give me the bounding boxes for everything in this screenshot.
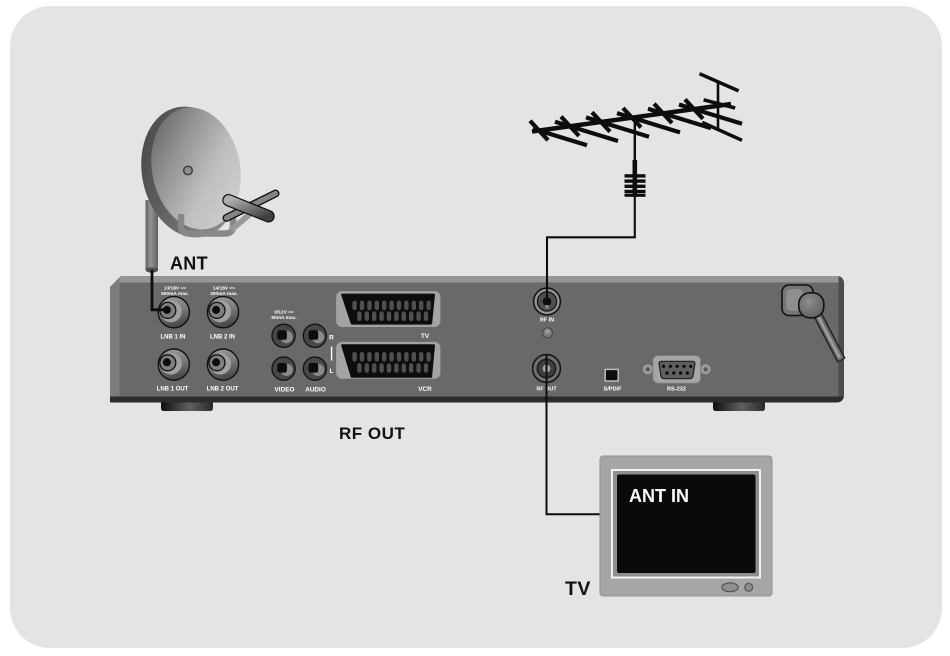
svg-text:AUDIO: AUDIO xyxy=(305,387,326,394)
svg-text:TV: TV xyxy=(565,578,591,600)
svg-text:ANT: ANT xyxy=(170,254,208,274)
svg-text:RF OUT: RF OUT xyxy=(339,424,405,443)
svg-text:300mA max.: 300mA max. xyxy=(210,291,238,297)
svg-text:LNB 2 IN: LNB 2 IN xyxy=(210,335,235,341)
svg-text:ANT IN: ANT IN xyxy=(629,486,689,506)
svg-text:TV: TV xyxy=(421,333,430,340)
svg-text:0/12V ==: 0/12V == xyxy=(274,310,294,316)
svg-text:14/18V ==: 14/18V == xyxy=(213,286,235,292)
svg-text:S/PDIF: S/PDIF xyxy=(603,387,622,393)
svg-text:LNB 1 IN: LNB 1 IN xyxy=(160,335,185,341)
svg-text:L: L xyxy=(329,368,333,375)
svg-text:LNB 2 OUT: LNB 2 OUT xyxy=(207,387,239,393)
svg-text:50mA max.: 50mA max. xyxy=(271,315,296,321)
svg-text:LNB 1 OUT: LNB 1 OUT xyxy=(157,387,189,393)
svg-text:R: R xyxy=(329,335,334,342)
svg-text:RF IN: RF IN xyxy=(540,318,554,324)
svg-text:13/18V ==: 13/18V == xyxy=(164,286,186,292)
svg-text:500mA max.: 500mA max. xyxy=(161,291,189,297)
svg-text:VIDEO: VIDEO xyxy=(275,387,295,394)
svg-text:RS-232: RS-232 xyxy=(667,387,686,393)
svg-text:VCR: VCR xyxy=(418,386,432,393)
